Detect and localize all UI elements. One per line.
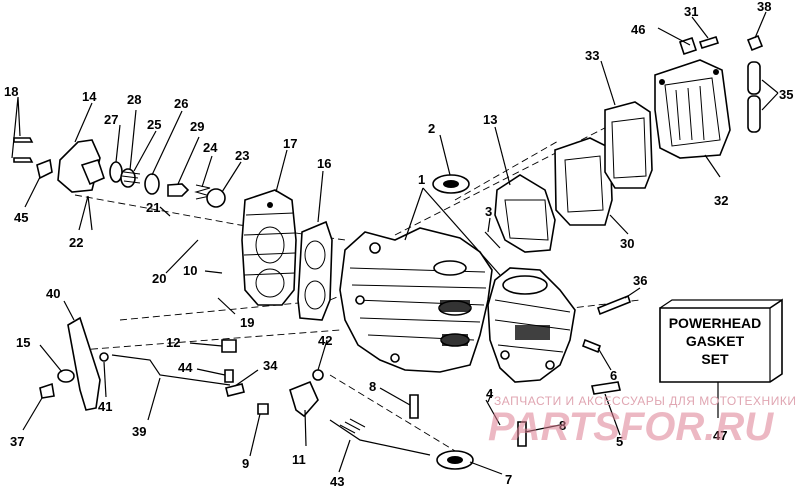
callout-27: 27 <box>104 112 118 127</box>
callout-2: 2 <box>428 121 435 136</box>
callout-46: 46 <box>631 22 645 37</box>
callout-21: 21 <box>146 200 160 215</box>
callout-40: 40 <box>46 286 60 301</box>
thermostat-assembly <box>13 137 226 231</box>
gasket-set-line2: GASKET <box>686 333 745 349</box>
callout-24: 24 <box>203 140 218 155</box>
callout-5: 5 <box>616 434 623 449</box>
callout-36: 36 <box>633 273 647 288</box>
callout-8-right: 8 <box>559 418 566 433</box>
seal-bottom <box>436 450 474 470</box>
callout-41: 41 <box>98 399 112 414</box>
callout-1: 1 <box>418 172 425 187</box>
crankcase-half <box>487 267 576 383</box>
callout-34: 34 <box>263 358 278 373</box>
callout-35: 35 <box>779 87 793 102</box>
callout-13: 13 <box>483 112 497 127</box>
callout-17: 17 <box>283 136 297 151</box>
gasket-set-line3: SET <box>701 351 729 367</box>
callout-20: 20 <box>152 271 166 286</box>
callout-3: 3 <box>485 204 492 219</box>
fitting-parts <box>678 34 764 133</box>
callout-19: 19 <box>240 315 254 330</box>
callout-23: 23 <box>235 148 249 163</box>
callout-28: 28 <box>127 92 141 107</box>
seal-top <box>432 174 470 194</box>
callout-42: 42 <box>318 333 332 348</box>
cylinder-head-gasket <box>297 220 333 321</box>
bolts-right <box>485 294 631 426</box>
callout-26: 26 <box>174 96 188 111</box>
callout-32: 32 <box>714 193 728 208</box>
leader-lines <box>11 11 779 475</box>
exhaust-plate <box>554 137 613 226</box>
callout-45: 45 <box>14 210 28 225</box>
watermark: ЗАПЧАСТИ И АКСЕССУАРЫ ДЛЯ МОТОТЕХНИКИ PA… <box>488 394 796 449</box>
exhaust-gasket <box>494 174 556 253</box>
callout-16: 16 <box>317 156 331 171</box>
callout-7: 7 <box>505 472 512 487</box>
callout-33: 33 <box>585 48 599 63</box>
watermark-tagline: ЗАПЧАСТИ И АКСЕССУАРЫ ДЛЯ МОТОТЕХНИКИ <box>494 394 796 408</box>
callout-44: 44 <box>178 360 193 375</box>
callout-6: 6 <box>610 368 617 383</box>
callout-12: 12 <box>166 335 180 350</box>
callout-25: 25 <box>147 117 161 132</box>
callout-39: 39 <box>132 424 146 439</box>
callout-15: 15 <box>16 335 30 350</box>
cylinder-head <box>241 189 297 306</box>
callout-8-left: 8 <box>369 379 376 394</box>
callout-4: 4 <box>486 386 494 401</box>
callout-10: 10 <box>183 263 197 278</box>
callout-9: 9 <box>242 456 249 471</box>
exhaust-inner-gasket <box>604 101 653 189</box>
callout-30: 30 <box>620 236 634 251</box>
callout-18: 18 <box>4 84 18 99</box>
callout-31: 31 <box>684 4 698 19</box>
throttle-linkage <box>39 316 431 456</box>
callout-29: 29 <box>190 119 204 134</box>
exhaust-cover <box>654 59 731 159</box>
callout-47: 47 <box>713 428 727 443</box>
cylinder-block <box>339 227 493 373</box>
watermark-logo: PARTSFOR.RU <box>488 405 774 449</box>
callout-22: 22 <box>69 235 83 250</box>
callout-14: 14 <box>82 89 97 104</box>
callout-11: 11 <box>292 452 306 467</box>
callout-38: 38 <box>757 0 771 14</box>
callout-numbers: 1 2 3 4 5 6 7 8 8 9 10 11 12 13 14 15 16… <box>4 0 793 489</box>
callout-37: 37 <box>10 434 24 449</box>
gasket-set-line1: POWERHEAD <box>669 315 762 331</box>
dowel-pins <box>409 231 527 447</box>
gasket-set-box: POWERHEAD GASKET SET <box>659 298 783 418</box>
callout-43: 43 <box>330 474 344 488</box>
